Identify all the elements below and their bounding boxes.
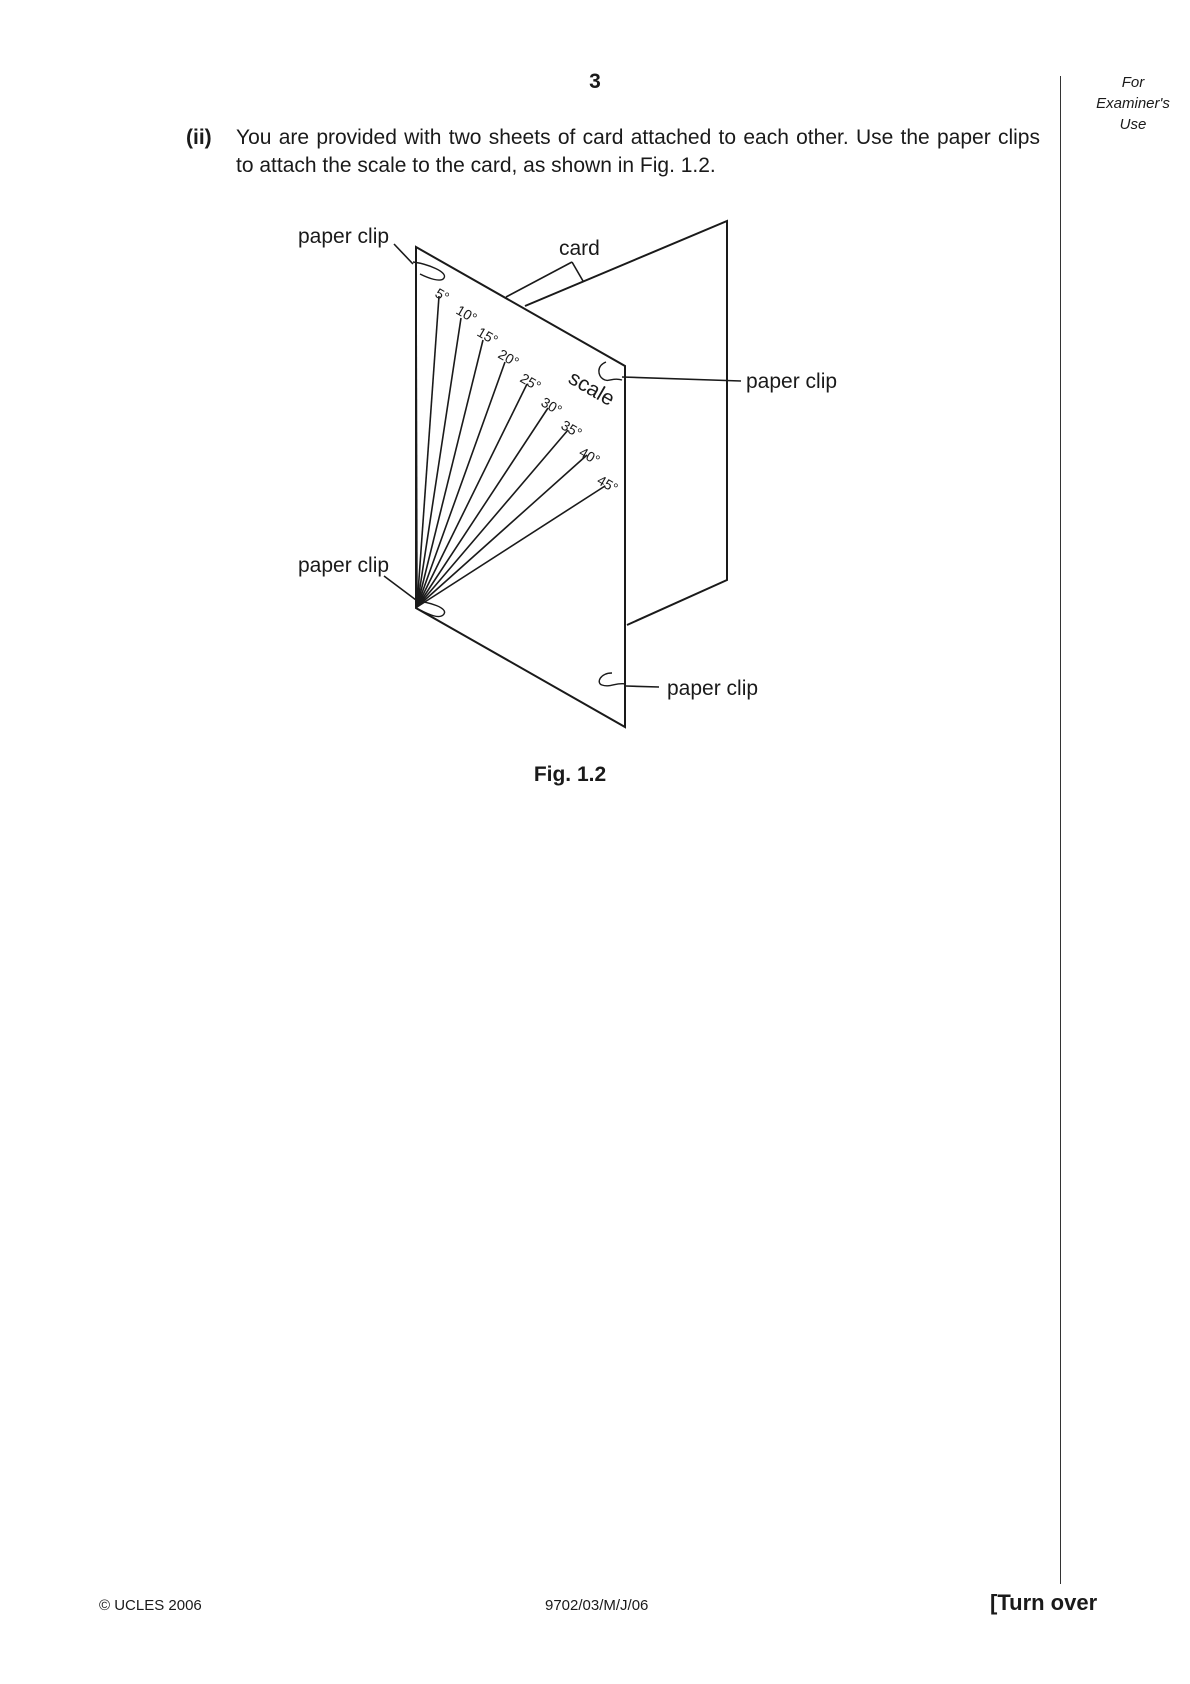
label-clip-bottom-right: paper clip [667, 677, 758, 700]
label-card: card [559, 237, 600, 260]
angle-line-15 [416, 339, 484, 608]
card-back-sheet [524, 219, 728, 626]
examiner-margin-rule [1060, 76, 1061, 1584]
angle-line-35 [416, 429, 569, 608]
figure-caption: Fig. 1.2 [533, 763, 607, 786]
footer-paper-code: 9702/03/M/J/06 [545, 1597, 649, 1614]
paper-clip-top-right-icon [598, 361, 623, 382]
leader-card-1 [505, 261, 573, 298]
angle-line-40 [416, 454, 588, 608]
footer-copyright: © UCLES 2006 [99, 1597, 202, 1614]
leader-clip-bottom-right [625, 685, 660, 688]
paper-clip-top-left-icon [412, 261, 446, 281]
angle-line-25 [416, 383, 528, 608]
examiner-use-label: For Examiner's Use [1083, 72, 1183, 135]
label-clip-top-right: paper clip [746, 370, 837, 393]
angle-line-5 [416, 295, 440, 608]
label-clip-bottom-left: paper clip [298, 554, 389, 577]
leader-card-2 [571, 261, 584, 282]
question-text: You are provided with two sheets of card… [236, 126, 1040, 177]
footer-turn-over: [Turn over [990, 1590, 1098, 1615]
examiner-line-1: For [1121, 74, 1145, 91]
angle-line-10 [416, 317, 462, 608]
figure-diagram: 5° 10° 15° 20° 25° 30° 35° 40° 45° scale… [298, 219, 837, 729]
angle-line-0 [415, 257, 418, 608]
angle-line-30 [416, 407, 549, 608]
paper-clip-bottom-left-icon [414, 600, 446, 618]
leader-clip-top-left [393, 243, 414, 265]
label-clip-top-left: paper clip [298, 225, 389, 248]
leader-clip-bottom-left [383, 575, 417, 601]
angle-line-45 [416, 485, 606, 608]
examiner-line-2: Examiner's [1096, 95, 1170, 112]
question-part-label: (ii) [186, 126, 212, 149]
leader-clip-top-right [621, 376, 742, 382]
examiner-line-3: Use [1119, 116, 1147, 133]
paper-clip-bottom-right-icon [598, 672, 627, 687]
page-number: 3 [589, 70, 601, 93]
angle-lines [415, 257, 606, 608]
angle-line-20 [416, 361, 506, 608]
